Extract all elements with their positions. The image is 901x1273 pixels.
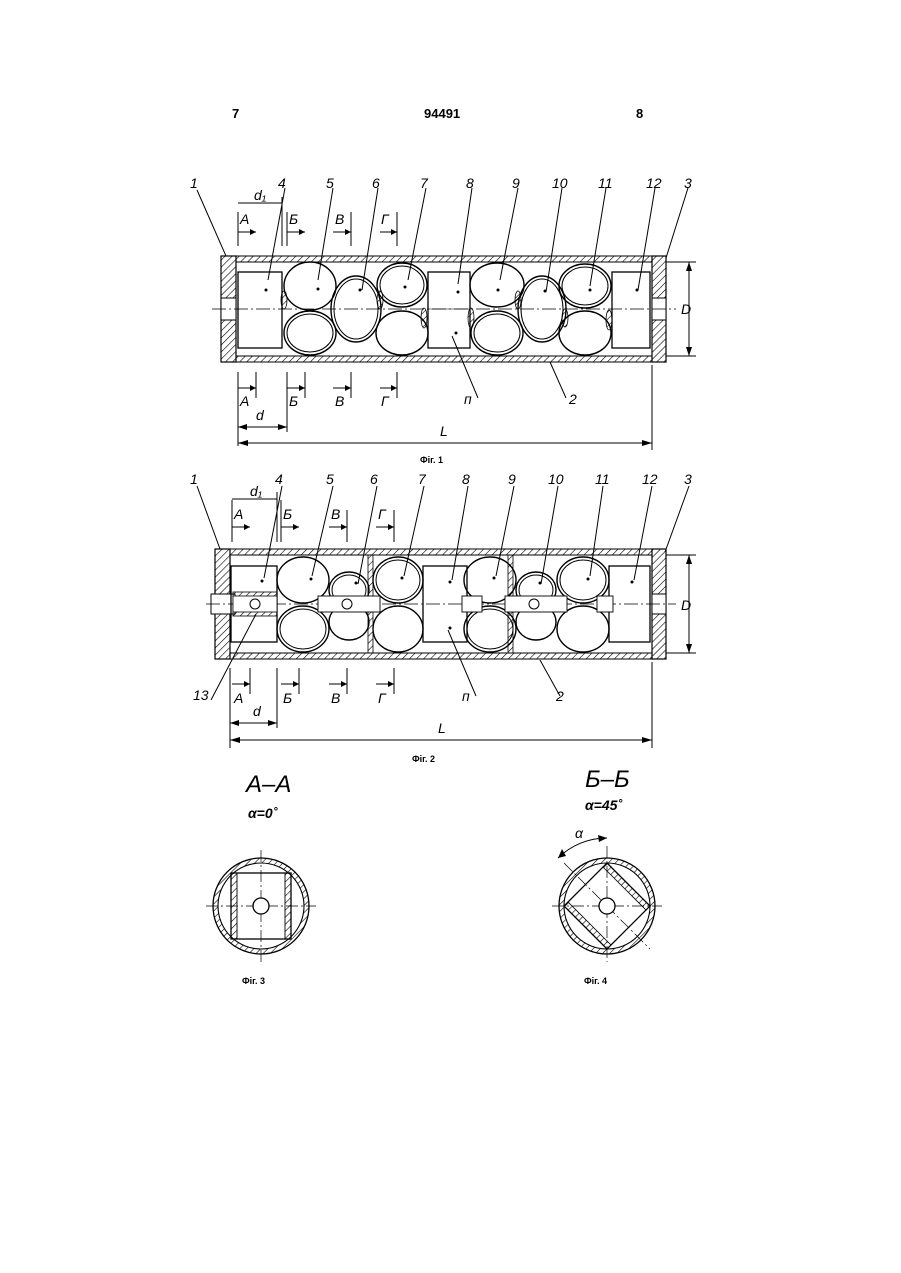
fig1-part-label-8: 8 — [466, 175, 474, 191]
fig4-title: Б–Б — [585, 766, 630, 793]
fig2-d1-label: d₁ — [250, 483, 263, 499]
fig2-section-v-bottom: В — [331, 690, 340, 706]
fig4-angle-mark: α — [575, 825, 584, 841]
fig2-L-label: L — [438, 720, 446, 736]
fig2-section-b-top: Б — [283, 506, 292, 522]
fig2-section-v-top: В — [331, 506, 340, 522]
fig1-section-b-top: Б — [289, 211, 298, 227]
fig2-part-label-6: 6 — [370, 471, 378, 487]
fig1-part-label-1: 1 — [190, 175, 198, 191]
fig1-part-label-3: 3 — [684, 175, 692, 191]
fig2-part-label-11: 11 — [595, 471, 610, 487]
fig2-part-label-1: 1 — [190, 471, 198, 487]
figure-4: Б–Б α=45˚ α Фіг. 4 — [552, 766, 662, 986]
fig2-part-label-13: 13 — [193, 687, 209, 703]
fig1-section-b-bottom: Б — [289, 393, 298, 409]
fig1-part-label-12: 12 — [646, 175, 662, 191]
fig2-section-g-bottom: Г — [378, 690, 387, 706]
fig2-part-label-12: 12 — [642, 471, 658, 487]
fig1-L-label: L — [440, 423, 448, 439]
fig1-part-label-11: 11 — [598, 175, 613, 191]
figure-3: А–А α=0˚ Фіг. 3 — [206, 771, 316, 986]
figure-1: 1 4 5 6 7 8 9 10 11 12 3 d₁ А Б В Г А Б … — [190, 175, 696, 465]
fig3-caption: Фіг. 3 — [242, 976, 265, 986]
fig1-section-v-bottom: В — [335, 393, 344, 409]
fig2-part-label-3: 3 — [684, 471, 692, 487]
fig1-section-a-top: А — [239, 211, 249, 227]
fig1-part-label-5: 5 — [326, 175, 334, 191]
fig4-angle: α=45˚ — [585, 797, 623, 813]
fig2-part-label-4: 4 — [275, 471, 283, 487]
fig1-caption: Фіг. 1 — [420, 455, 443, 465]
fig1-section-v-top: В — [335, 211, 344, 227]
fig1-D-label: D — [681, 301, 691, 317]
fig4-caption: Фіг. 4 — [584, 976, 607, 986]
fig1-d1-label: d₁ — [254, 187, 267, 203]
fig2-section-a-bottom: А — [233, 690, 243, 706]
fig2-d-label: d — [253, 703, 262, 719]
fig2-section-b-bottom: Б — [283, 690, 292, 706]
fig1-part-label-6: 6 — [372, 175, 380, 191]
fig1-section-g-bottom: Г — [381, 393, 390, 409]
fig2-part-label-10: 10 — [548, 471, 564, 487]
fig1-tube-label: 2 — [568, 391, 577, 407]
fig2-part-label-5: 5 — [326, 471, 334, 487]
fig1-part-label-9: 9 — [512, 175, 520, 191]
fig3-angle: α=0˚ — [248, 805, 279, 821]
fig1-part-label-10: 10 — [552, 175, 568, 191]
fig2-section-g-top: Г — [378, 506, 387, 522]
fig2-caption: Фіг. 2 — [412, 754, 435, 764]
fig2-D-label: D — [681, 597, 691, 613]
fig2-section-a-top: А — [233, 506, 243, 522]
fig1-part-label-4: 4 — [278, 175, 286, 191]
figure-2: 1 4 5 6 7 8 9 10 11 12 3 d₁ А Б В Г А Б … — [190, 471, 696, 764]
fig3-title: А–А — [244, 771, 291, 798]
fig2-part-label-8: 8 — [462, 471, 470, 487]
fig2-n-label: п — [462, 688, 470, 704]
fig1-n-label: п — [464, 391, 472, 407]
fig1-d-label: d — [256, 407, 265, 423]
fig1-section-g-top: Г — [381, 211, 390, 227]
fig1-part-label-7: 7 — [420, 175, 429, 191]
fig1-section-a-bottom: А — [239, 393, 249, 409]
fig2-part-label-9: 9 — [508, 471, 516, 487]
fig2-part-label-7: 7 — [418, 471, 427, 487]
fig2-tube-label: 2 — [555, 688, 564, 704]
